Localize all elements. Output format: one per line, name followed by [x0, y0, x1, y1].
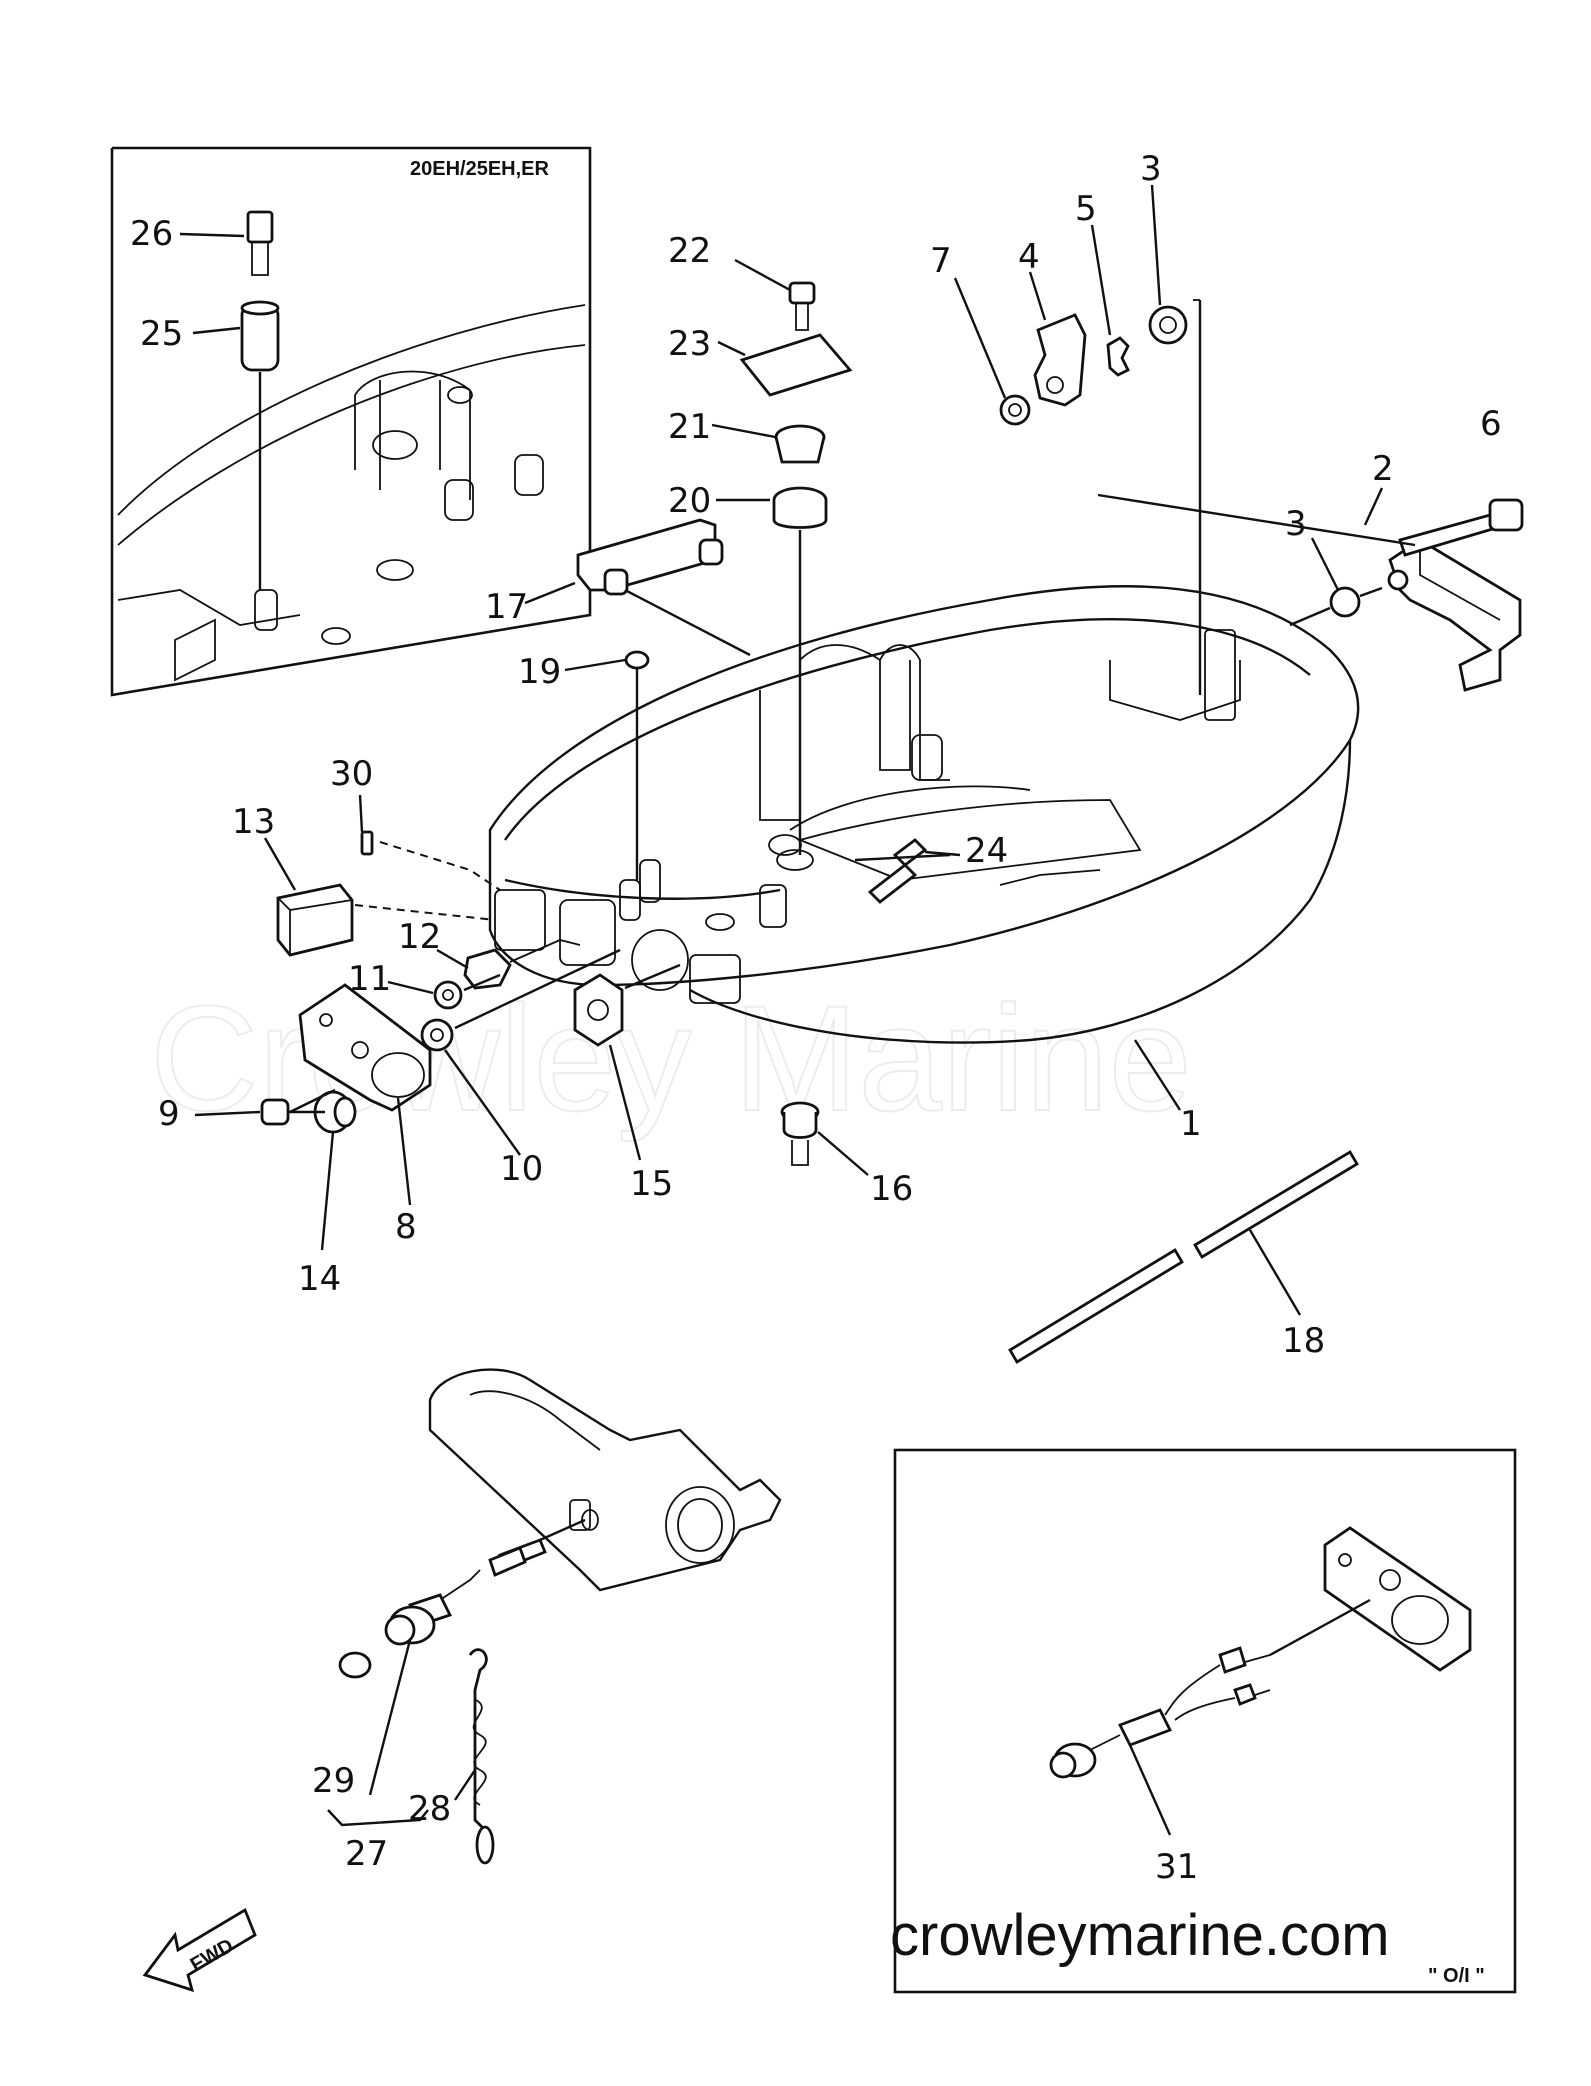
callout-3: 3 [1140, 149, 1162, 189]
callout-26: 26 [130, 214, 173, 254]
lower-bracket [428, 1368, 782, 1592]
callout-19: 19 [518, 652, 561, 692]
parts-8-9-10-14 [260, 948, 621, 1134]
callout-7: 7 [930, 241, 952, 281]
callout-16: 16 [870, 1169, 913, 1209]
callout-20: 20 [668, 481, 711, 521]
leader-lines [179, 184, 1416, 1251]
part-24-connector [867, 838, 961, 904]
inset-bottom-label: " O/I " [1428, 1965, 1485, 1987]
callout-23: 23 [668, 324, 711, 364]
callout-8: 8 [395, 1207, 417, 1247]
fwd-arrow: FWD [142, 1907, 257, 1993]
bottom-cowling [488, 585, 1360, 1111]
callout-17: 17 [485, 587, 528, 627]
part-19-pin [624, 650, 650, 880]
parts-2-3-6-right [1289, 498, 1524, 692]
callout-30: 30 [330, 754, 373, 794]
inset-20eh-25eh: 20EH/25EH,ER [110, 146, 592, 697]
part-16-grommet [780, 1101, 820, 1166]
callout-2: 2 [1372, 449, 1394, 489]
callout-15: 15 [630, 1164, 673, 1204]
parts-27-29 [327, 1518, 586, 1865]
inset-oi: " O/I " [893, 1448, 1517, 1994]
callout-labels: 1 2 3 3 4 5 6 7 8 9 10 11 12 13 14 15 16… [130, 149, 1502, 1887]
site-url: crowleymarine.com [890, 1903, 1390, 1968]
callout-12: 12 [398, 917, 441, 957]
callout-4: 4 [1018, 237, 1040, 277]
callout-18: 18 [1282, 1321, 1325, 1361]
part-stack-20-23 [739, 281, 853, 871]
part-17-bracket [576, 518, 751, 657]
callout-24: 24 [965, 831, 1008, 871]
callout-21: 21 [668, 407, 711, 447]
callout-13: 13 [232, 802, 275, 842]
part-15 [573, 963, 681, 1047]
callout-25: 25 [140, 314, 183, 354]
callout-6: 6 [1480, 404, 1502, 444]
callout-14: 14 [298, 1259, 341, 1299]
callout-11: 11 [348, 959, 391, 999]
part-18-rod [1008, 1150, 1359, 1364]
callout-29: 29 [312, 1761, 355, 1801]
callout-9: 9 [158, 1094, 180, 1134]
callout-1: 1 [1180, 1104, 1202, 1144]
callout-3-right: 3 [1285, 504, 1307, 544]
callout-28: 28 [408, 1789, 451, 1829]
callout-5: 5 [1075, 189, 1097, 229]
callout-22: 22 [668, 231, 711, 271]
inset-top-label: 20EH/25EH,ER [410, 158, 550, 180]
callout-31: 31 [1155, 1847, 1198, 1887]
callout-10: 10 [500, 1149, 543, 1189]
parts-11-13-30 [276, 830, 581, 1010]
callout-27: 27 [345, 1834, 388, 1874]
parts-3-7-upper [999, 299, 1202, 695]
